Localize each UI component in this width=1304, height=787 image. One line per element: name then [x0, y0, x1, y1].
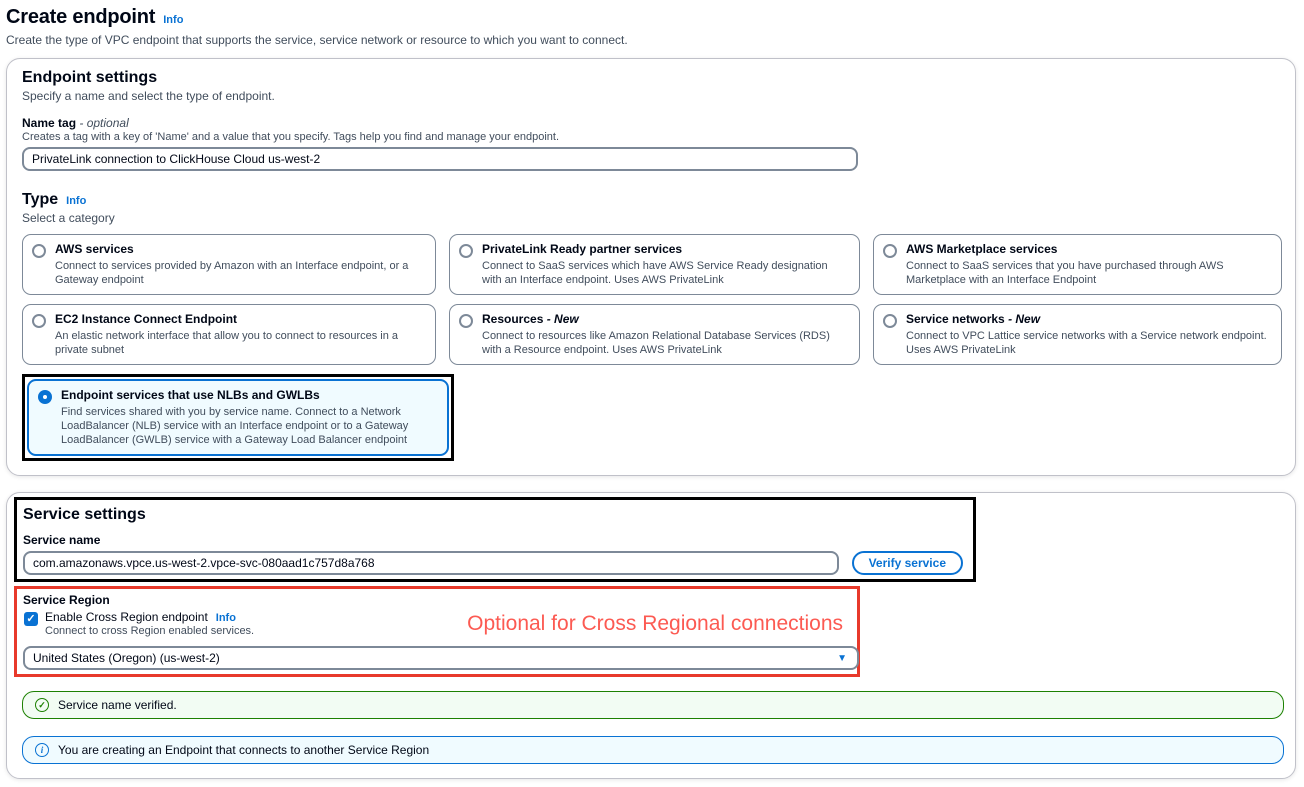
page-header: Create endpoint Info Create the type of …	[6, 4, 1296, 47]
tile-title: EC2 Instance Connect Endpoint	[55, 312, 237, 326]
tile-new-badge: - New	[546, 312, 579, 326]
tile-ec2-instance-connect-endpoint[interactable]: EC2 Instance Connect Endpoint An elastic…	[22, 304, 436, 365]
tile-title: AWS services	[55, 242, 134, 256]
page-info-link[interactable]: Info	[163, 14, 184, 26]
tile-title-text: PrivateLink Ready partner services	[482, 242, 683, 256]
tile-description: Connect to VPC Lattice service networks …	[906, 330, 1267, 356]
service-verified-alert: ✓ Service name verified.	[22, 691, 1284, 719]
tile-title: Service networks - New	[906, 312, 1040, 326]
tile-title-text: Endpoint services that use NLBs and GWLB…	[61, 388, 320, 402]
tile-privatelink-partner-services[interactable]: PrivateLink Ready partner services Conne…	[449, 234, 860, 295]
tile-description: Connect to SaaS services which have AWS …	[482, 260, 828, 286]
enable-cross-region-label[interactable]: Enable Cross Region endpoint	[45, 610, 208, 624]
chevron-down-icon: ▼	[837, 652, 847, 664]
tile-title-text: Service networks	[906, 312, 1005, 326]
cross-region-description: Connect to cross Region enabled services…	[45, 625, 255, 637]
tile-description: An elastic network interface that allow …	[55, 330, 399, 356]
annotation-black-box-service-settings: Service settings Service name Verify ser…	[14, 497, 976, 582]
tile-aws-services[interactable]: AWS services Connect to services provide…	[22, 234, 436, 295]
tile-description: Find services shared with you by service…	[61, 406, 409, 446]
region-select[interactable]: United States (Oregon) (us-west-2) ▼	[23, 646, 859, 670]
region-select-value: United States (Oregon) (us-west-2)	[33, 651, 220, 665]
radio-unchecked-icon[interactable]	[883, 314, 897, 328]
tile-title: Endpoint services that use NLBs and GWLB…	[61, 388, 320, 402]
endpoint-settings-heading: Endpoint settings	[22, 69, 158, 86]
radio-unchecked-icon[interactable]	[32, 244, 46, 258]
name-tag-label: Name tag - optional	[22, 116, 1279, 130]
tile-service-networks[interactable]: Service networks - New Connect to VPC La…	[873, 304, 1282, 365]
annotation-black-box-selected-tile: Endpoint services that use NLBs and GWLB…	[22, 374, 454, 461]
type-info-link[interactable]: Info	[66, 195, 87, 207]
tile-new-badge: - New	[1008, 312, 1041, 326]
endpoint-settings-description: Specify a name and select the type of en…	[22, 89, 275, 103]
tile-description: Connect to SaaS services that you have p…	[906, 260, 1224, 286]
tile-description: Connect to services provided by Amazon w…	[55, 260, 409, 286]
page-title: Create endpoint	[6, 6, 156, 28]
type-description: Select a category	[22, 211, 115, 225]
type-tile-grid: AWS services Connect to services provide…	[22, 234, 1282, 365]
radio-unchecked-icon[interactable]	[32, 314, 46, 328]
name-tag-label-text: Name tag	[22, 116, 77, 130]
tile-title: Resources - New	[482, 312, 579, 326]
service-settings-heading: Service settings	[23, 506, 146, 523]
radio-checked-icon[interactable]	[38, 390, 52, 404]
service-settings-panel: Service settings Service name Verify ser…	[6, 492, 1296, 779]
annotation-red-text: Optional for Cross Regional connections	[467, 611, 843, 635]
service-region-label: Service Region	[23, 593, 110, 607]
tile-title-text: Resources	[482, 312, 544, 326]
tile-resources[interactable]: Resources - New Connect to resources lik…	[449, 304, 860, 365]
page-subtitle: Create the type of VPC endpoint that sup…	[6, 33, 628, 47]
service-name-input[interactable]	[23, 551, 839, 575]
info-icon: i	[35, 743, 49, 757]
tile-title: AWS Marketplace services	[906, 242, 1057, 256]
radio-unchecked-icon[interactable]	[459, 314, 473, 328]
tile-description: Connect to resources like Amazon Relatio…	[482, 330, 830, 356]
verify-service-button[interactable]: Verify service	[851, 551, 963, 575]
checkbox-checked-icon[interactable]: ✓	[24, 612, 38, 626]
tile-aws-marketplace-services[interactable]: AWS Marketplace services Connect to SaaS…	[873, 234, 1282, 295]
cross-region-info-alert: i You are creating an Endpoint that conn…	[22, 736, 1284, 764]
service-name-label: Service name	[23, 533, 101, 547]
name-tag-description: Creates a tag with a key of 'Name' and a…	[22, 131, 560, 143]
tile-title-text: EC2 Instance Connect Endpoint	[55, 312, 238, 326]
tile-title: PrivateLink Ready partner services	[482, 242, 682, 256]
cross-region-info-text: You are creating an Endpoint that connec…	[58, 743, 430, 757]
tile-endpoint-services-nlb-gwlb[interactable]: Endpoint services that use NLBs and GWLB…	[27, 379, 449, 456]
success-check-icon: ✓	[35, 698, 49, 712]
type-heading: Type	[22, 191, 59, 208]
cross-region-info-link[interactable]: Info	[215, 612, 236, 624]
annotation-red-box-service-region: Service Region ✓ Enable Cross Region end…	[14, 586, 860, 677]
service-verified-text: Service name verified.	[58, 698, 177, 712]
name-tag-optional: - optional	[79, 116, 129, 130]
tile-title-text: AWS services	[55, 242, 134, 256]
radio-unchecked-icon[interactable]	[883, 244, 897, 258]
tile-title-text: AWS Marketplace services	[906, 242, 1058, 256]
radio-unchecked-icon[interactable]	[459, 244, 473, 258]
endpoint-settings-panel: Endpoint settings Specify a name and sel…	[6, 58, 1296, 476]
name-tag-input[interactable]	[22, 147, 858, 171]
